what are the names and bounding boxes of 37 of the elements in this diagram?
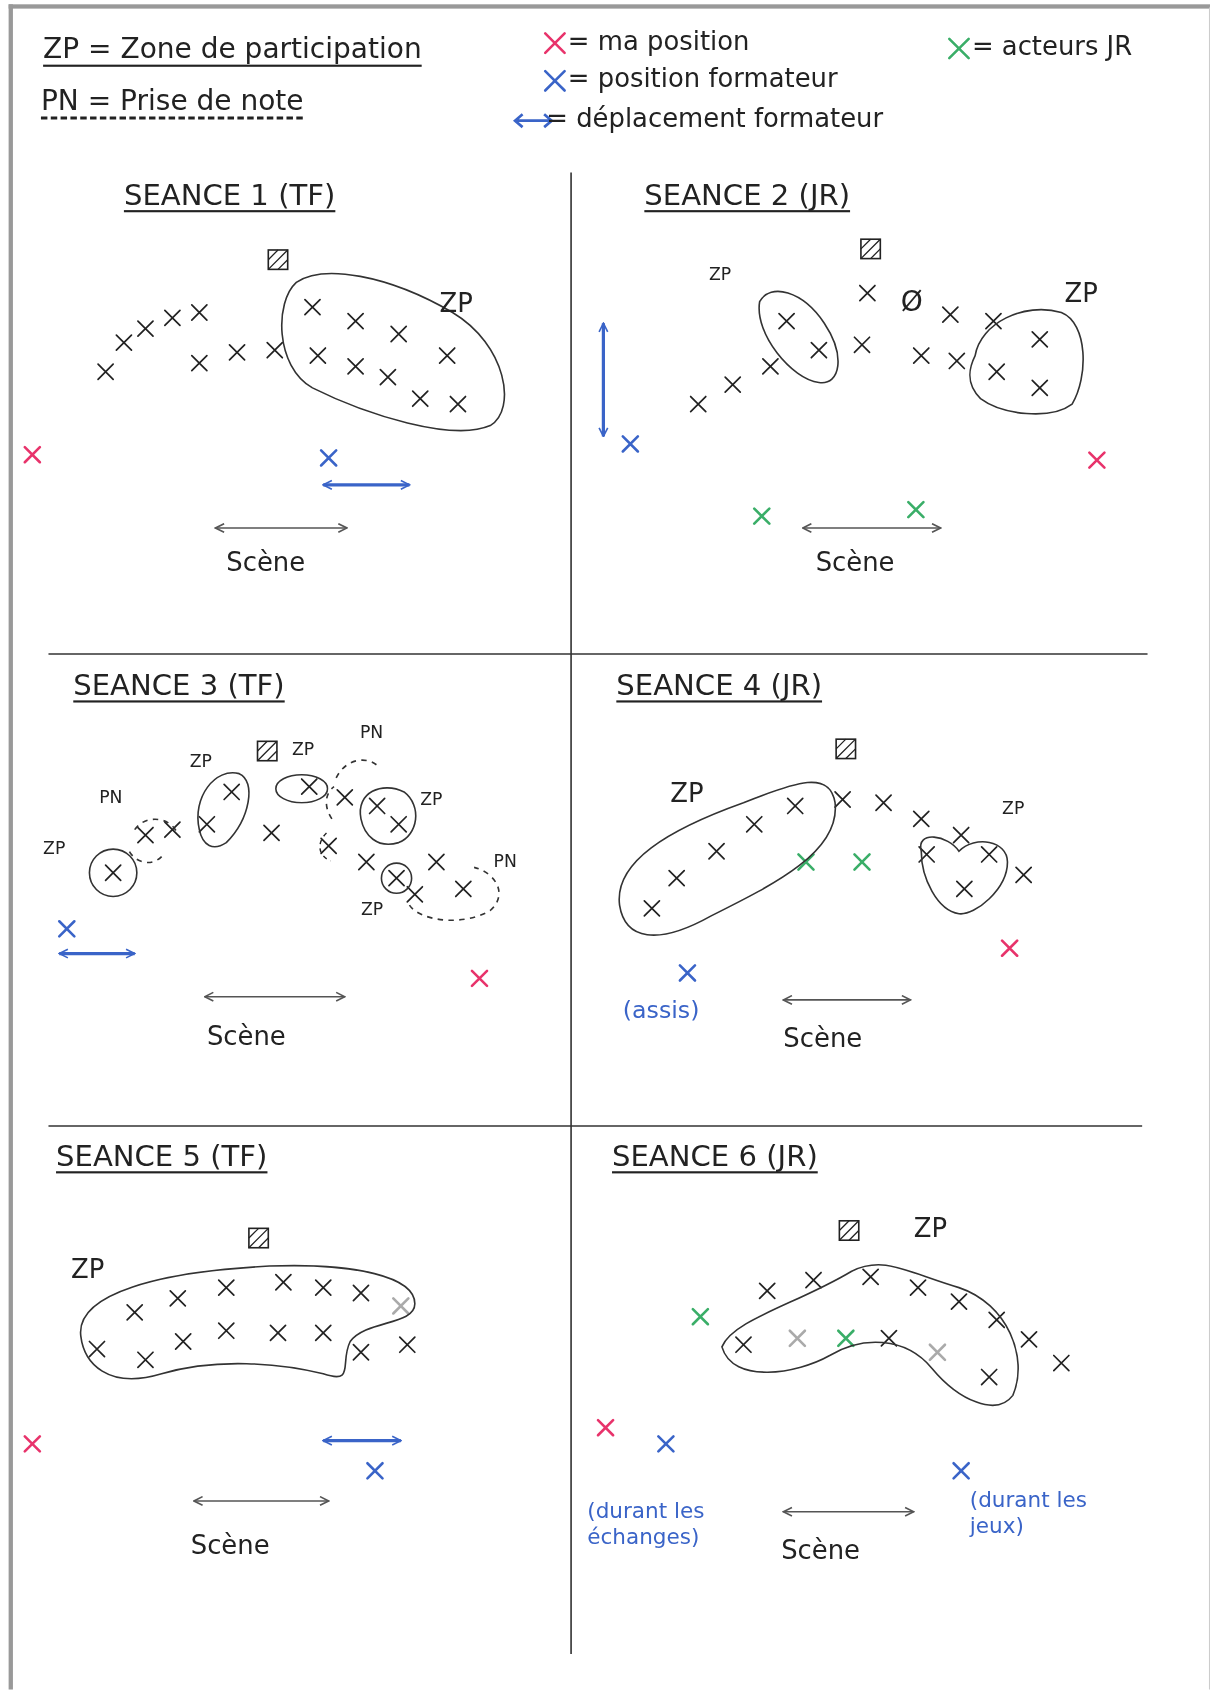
zone-label: ZP — [1002, 797, 1025, 818]
session-title: SEANCE 6 (JR) — [612, 1138, 818, 1173]
note-label: (assis) — [622, 996, 700, 1024]
session-title: SEANCE 3 (TF) — [73, 668, 285, 702]
note-label: (durant les jeux) — [969, 1486, 1088, 1539]
zone-label: PN — [493, 851, 517, 872]
stage-label: Scène — [206, 1021, 286, 1052]
stage-label: Scène — [226, 547, 306, 578]
zone-label: ZP — [420, 788, 443, 810]
zone-label: ZP — [360, 898, 384, 920]
symbol-label: Ø — [900, 285, 923, 318]
note-label: (durant les échanges) — [587, 1497, 706, 1550]
legend-label: = acteurs JR — [971, 31, 1133, 62]
session-title: SEANCE 2 (JR) — [644, 177, 851, 212]
session-title: SEANCE 1 (TF) — [123, 177, 336, 212]
zone-label: ZP — [189, 751, 212, 772]
zone-label: ZP — [913, 1213, 948, 1244]
zone-label: ZP — [670, 777, 704, 809]
zone-label: PN — [99, 786, 123, 808]
zone-label: ZP — [71, 1254, 105, 1285]
stage-label: Scène — [781, 1535, 861, 1566]
stage-label: Scène — [190, 1530, 270, 1561]
zone-label: PN — [359, 721, 384, 743]
stage-label: Scène — [783, 1023, 863, 1054]
zone-label: ZP — [43, 838, 66, 859]
stage-label: Scène — [815, 547, 895, 578]
definition-text: ZP = Zone de participation — [43, 32, 422, 65]
legend-label: = ma position — [567, 25, 750, 57]
zone-label: ZP — [292, 739, 315, 760]
definition-text: PN = Prise de note — [40, 84, 304, 117]
legend-label: = position formateur — [567, 63, 838, 94]
zone-label: ZP — [709, 264, 732, 285]
zone-label: ZP — [439, 288, 473, 319]
session-title: SEANCE 4 (JR) — [616, 668, 823, 702]
legend-label: = déplacement formateur — [546, 103, 884, 134]
zone-label: ZP — [1064, 278, 1098, 309]
session-title: SEANCE 5 (TF) — [56, 1138, 268, 1173]
